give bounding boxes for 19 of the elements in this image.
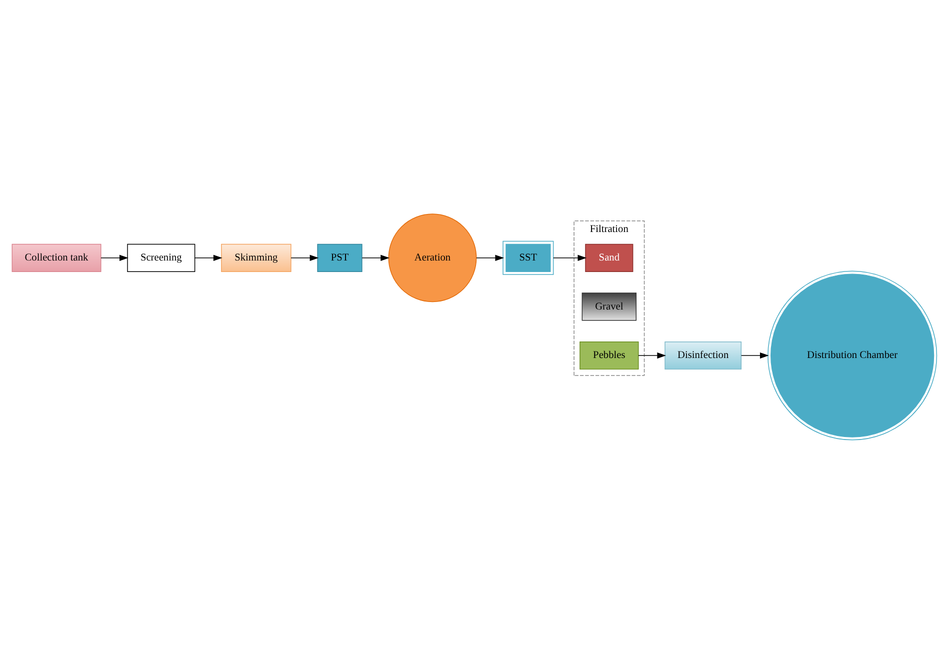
node-box: Gravel (582, 292, 637, 321)
arrow (553, 254, 587, 261)
arrow (740, 352, 769, 359)
arrow (362, 254, 390, 261)
node-box: Skimming (221, 244, 292, 272)
arrow (100, 254, 128, 261)
node-box: Disinfection (664, 341, 742, 370)
node-box: Collection tank (12, 244, 102, 272)
arrow (194, 254, 222, 261)
node-box: Screening (127, 244, 196, 272)
node-box: SST (502, 240, 554, 275)
node-box: Sand (585, 244, 634, 272)
arrow (290, 254, 319, 261)
node-circle: Aeration (388, 214, 477, 302)
arrow (476, 254, 504, 261)
node-box: PST (317, 244, 362, 272)
node-circle: Distribution Chamber (768, 270, 938, 440)
node-box: Pebbles (580, 341, 639, 370)
arrow (638, 352, 666, 359)
